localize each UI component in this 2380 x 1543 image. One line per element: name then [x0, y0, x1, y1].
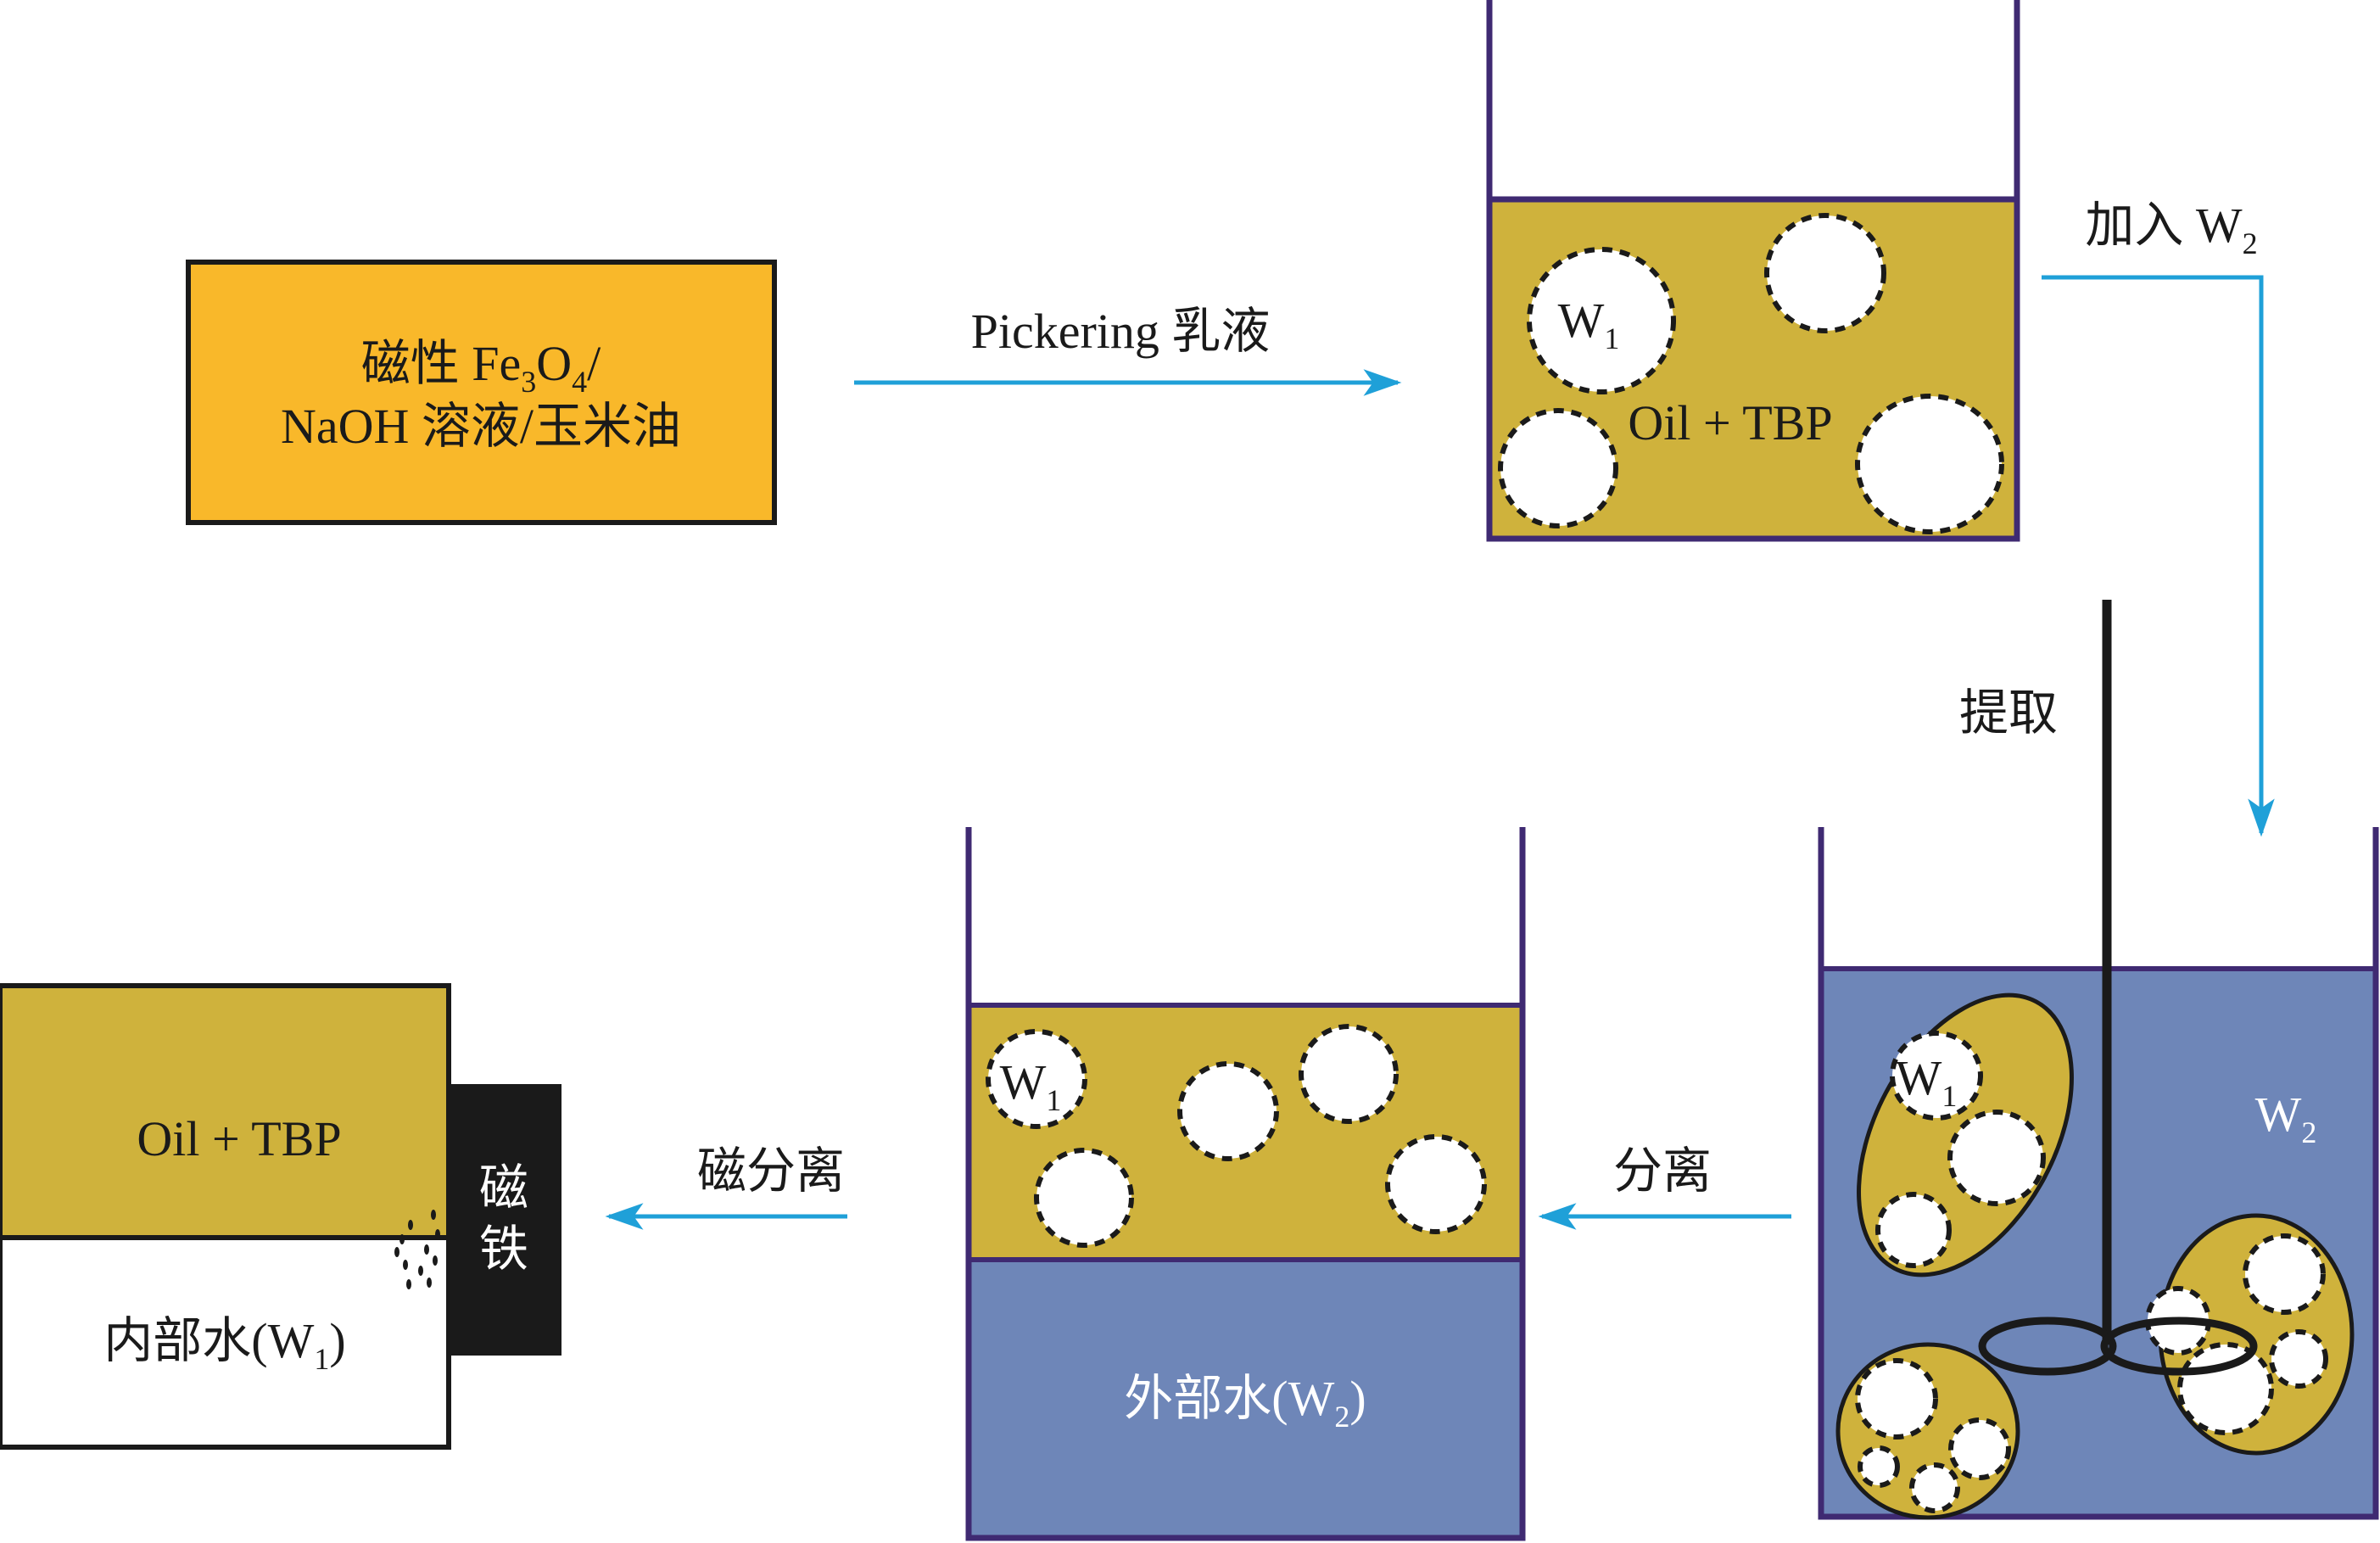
step-label-extract: 提取: [1959, 685, 2058, 741]
step-separate: 分离: [1538, 1143, 1791, 1230]
droplet-label-w1: W1: [1000, 1054, 1062, 1117]
w1-droplet: [1527, 247, 1676, 394]
water-label-outer-w2: 外部水(W2): [1124, 1371, 1366, 1434]
w1-droplet: [1764, 213, 1886, 333]
stirrer-icon: [1978, 600, 2258, 1376]
beaker-outline: [965, 827, 1526, 1541]
w1-droplet: [1177, 1061, 1279, 1161]
droplet-label-w1: W1: [1558, 293, 1620, 355]
start-material-box: 磁性 Fe3O4/ NaOH 溶液/玉米油: [186, 260, 777, 525]
water-label-w2: W2: [2255, 1087, 2317, 1149]
emulsion-globule: W1: [1857, 992, 2074, 1277]
w1-droplet: [1034, 1148, 1134, 1248]
step-magnetic-separate: 磁分离: [605, 1143, 847, 1230]
start-box-line1: 磁性 Fe3O4/: [361, 336, 601, 399]
step-label-emulsify: Pickering 乳液: [971, 304, 1271, 359]
step-label-magnetic-separate: 磁分离: [697, 1143, 845, 1199]
beaker-outline: [1486, 0, 2020, 542]
beaker-extraction: W1 W2 提取: [1818, 600, 2379, 1520]
droplet-label-w1: W1: [1896, 1050, 1958, 1113]
beaker-emulsion: W1 Oil + TBP: [1486, 0, 2020, 542]
magnet-label-char1: 磁: [479, 1160, 528, 1216]
magnetic-cell: Oil + TBP 内部水(W1) 磁 铁: [0, 983, 561, 1450]
w1-droplet: [1855, 394, 2004, 534]
step-add-w2: 加入 W2: [2042, 198, 2275, 837]
water-label-inner-w1: 内部水(W1): [103, 1313, 345, 1376]
w1-droplet: [986, 1029, 1087, 1129]
start-box-line2: NaOH 溶液/玉米油: [281, 399, 681, 454]
step-label-separate: 分离: [1613, 1143, 1712, 1199]
fe3o4-particles: [394, 1210, 440, 1289]
beaker-outline: [1818, 827, 2379, 1520]
phase-label-oil-tbp: Oil + TBP: [137, 1111, 341, 1166]
w1-droplet: [1498, 408, 1618, 528]
arrow-down-icon: [2042, 275, 2275, 837]
magnet: [450, 1084, 561, 1356]
magnet-label-char2: 铁: [479, 1222, 528, 1277]
step-label-add-w2: 加入 W2: [2085, 198, 2257, 260]
emulsion-globule: [1835, 1342, 2020, 1520]
emulsion-globule: [2145, 1213, 2355, 1456]
step-emulsify: Pickering 乳液: [854, 304, 1402, 396]
w1-droplet: [1385, 1134, 1487, 1234]
phase-label-oil-tbp: Oil + TBP: [1628, 395, 1832, 450]
beaker-separated: W1 外部水(W2): [965, 827, 1526, 1541]
w1-droplet: [1299, 1024, 1399, 1124]
